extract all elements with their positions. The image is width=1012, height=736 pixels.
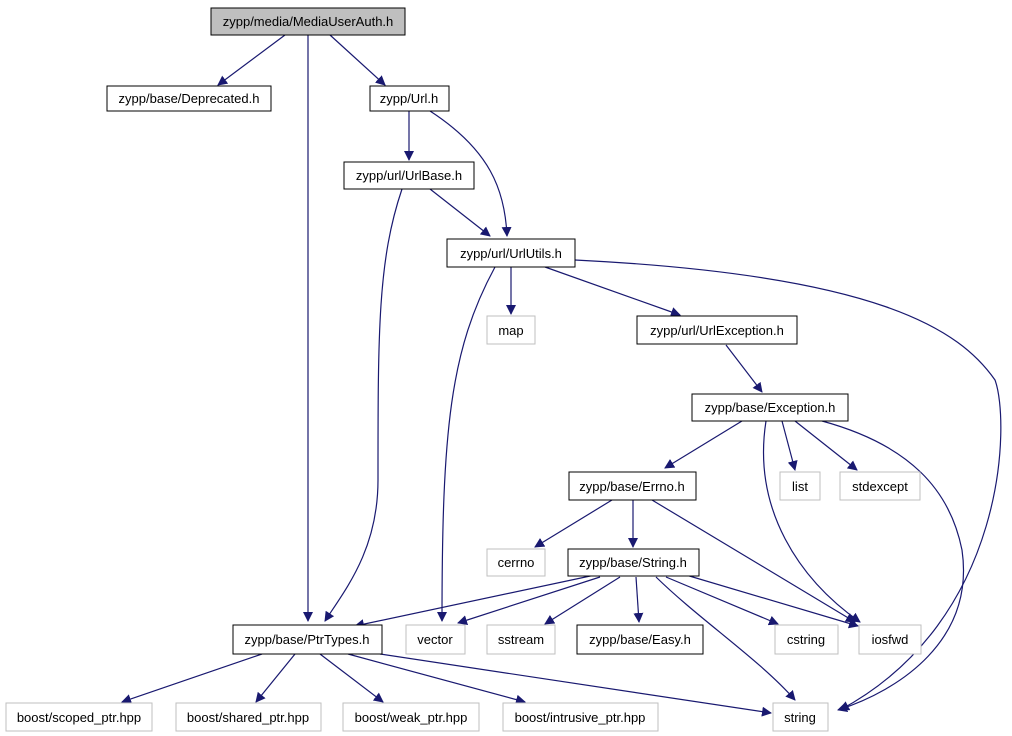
node-label-cstring: cstring [787,632,825,647]
edge-string-h-iosfwd [685,574,859,629]
edge-urlutils-urlexception [544,266,681,317]
edge-ptrtypes-weak [319,653,384,703]
edge-exception-iosfwd [762,420,861,623]
node-shared-ptr[interactable]: boost/shared_ptr.hpp [175,702,322,732]
node-urlbase[interactable]: zypp/url/UrlBase.h [343,161,475,190]
edge-exception-errno [664,420,743,469]
edge-ptrtypes-scoped [121,653,263,704]
node-label-root: zypp/media/MediaUserAuth.h [223,14,394,29]
edge-url-urlutils [429,110,512,237]
edge-ptrtypes-shared [255,653,296,703]
node-label-list: list [792,479,808,494]
node-weak-ptr[interactable]: boost/weak_ptr.hpp [342,702,480,732]
node-label-iosfwd: iosfwd [872,632,909,647]
node-label-map: map [498,323,523,338]
node-intrusive-ptr[interactable]: boost/intrusive_ptr.hpp [502,702,659,732]
edge-string-h-sstream [544,576,621,625]
edge-string-h-vector [457,576,601,625]
edge-errno-cerrno [534,499,613,548]
node-label-deprecated: zypp/base/Deprecated.h [119,91,260,106]
edge-urlexception-exception [725,344,763,393]
node-string[interactable]: string [772,702,829,732]
edge-string-h-ptrtypes [354,574,596,630]
node-label-scoped-ptr: boost/scoped_ptr.hpp [17,710,141,725]
node-label-errno: zypp/base/Errno.h [579,479,685,494]
node-label-sstream: sstream [498,632,544,647]
node-scoped-ptr[interactable]: boost/scoped_ptr.hpp [5,702,153,732]
edge-urlutils-vector [437,266,496,622]
node-list[interactable]: list [779,471,821,501]
node-deprecated[interactable]: zypp/base/Deprecated.h [106,85,272,112]
edge-urlbase-ptrtypes [324,188,403,622]
edge-ptrtypes-string [379,653,772,717]
node-label-string-h: zypp/base/String.h [579,555,687,570]
node-string-h[interactable]: zypp/base/String.h [567,548,700,577]
edge-ptrtypes-intrusive [347,653,526,705]
node-label-ptrtypes: zypp/base/PtrTypes.h [244,632,369,647]
node-label-easy: zypp/base/Easy.h [589,632,691,647]
node-label-urlbase: zypp/url/UrlBase.h [356,168,462,183]
node-exception[interactable]: zypp/base/Exception.h [691,393,849,422]
node-stdexcept[interactable]: stdexcept [839,471,921,501]
node-urlexception[interactable]: zypp/url/UrlException.h [636,315,798,345]
edge-errno-iosfwd [651,499,856,623]
node-url[interactable]: zypp/Url.h [369,85,450,112]
node-label-stdexcept: stdexcept [852,479,908,494]
edge-string-h-string [655,576,796,701]
edge-string-h-easy [633,576,644,623]
node-label-url: zypp/Url.h [380,91,439,106]
node-iosfwd[interactable]: iosfwd [858,624,922,655]
node-cstring[interactable]: cstring [774,624,839,655]
node-vector[interactable]: vector [405,624,466,655]
node-label-urlexception: zypp/url/UrlException.h [650,323,784,338]
edge-exception-list [781,420,798,471]
edge-exception-string [821,420,965,712]
node-map[interactable]: map [486,315,536,345]
node-easy[interactable]: zypp/base/Easy.h [576,624,704,655]
edge-string-h-cstring [665,576,779,626]
edge-urlutils-string [574,259,1002,711]
node-ptrtypes[interactable]: zypp/base/PtrTypes.h [232,624,383,655]
node-label-vector: vector [417,632,453,647]
node-label-string: string [784,710,816,725]
edge-urlbase-urlutils [429,188,491,237]
edge-exception-stdexcept [794,420,858,471]
node-label-exception: zypp/base/Exception.h [705,400,836,415]
node-urlutils[interactable]: zypp/url/UrlUtils.h [446,238,576,268]
node-label-weak-ptr: boost/weak_ptr.hpp [355,710,468,725]
node-errno[interactable]: zypp/base/Errno.h [568,471,697,501]
node-label-cerrno: cerrno [498,555,535,570]
node-label-urlutils: zypp/url/UrlUtils.h [460,246,562,261]
node-label-intrusive-ptr: boost/intrusive_ptr.hpp [515,710,646,725]
edge-root-url [329,34,386,86]
node-cerrno[interactable]: cerrno [486,548,546,577]
node-label-shared-ptr: boost/shared_ptr.hpp [187,710,309,725]
edge-root-deprecated [217,34,286,86]
node-root[interactable]: zypp/media/MediaUserAuth.h [210,7,406,36]
node-sstream[interactable]: sstream [486,624,556,655]
